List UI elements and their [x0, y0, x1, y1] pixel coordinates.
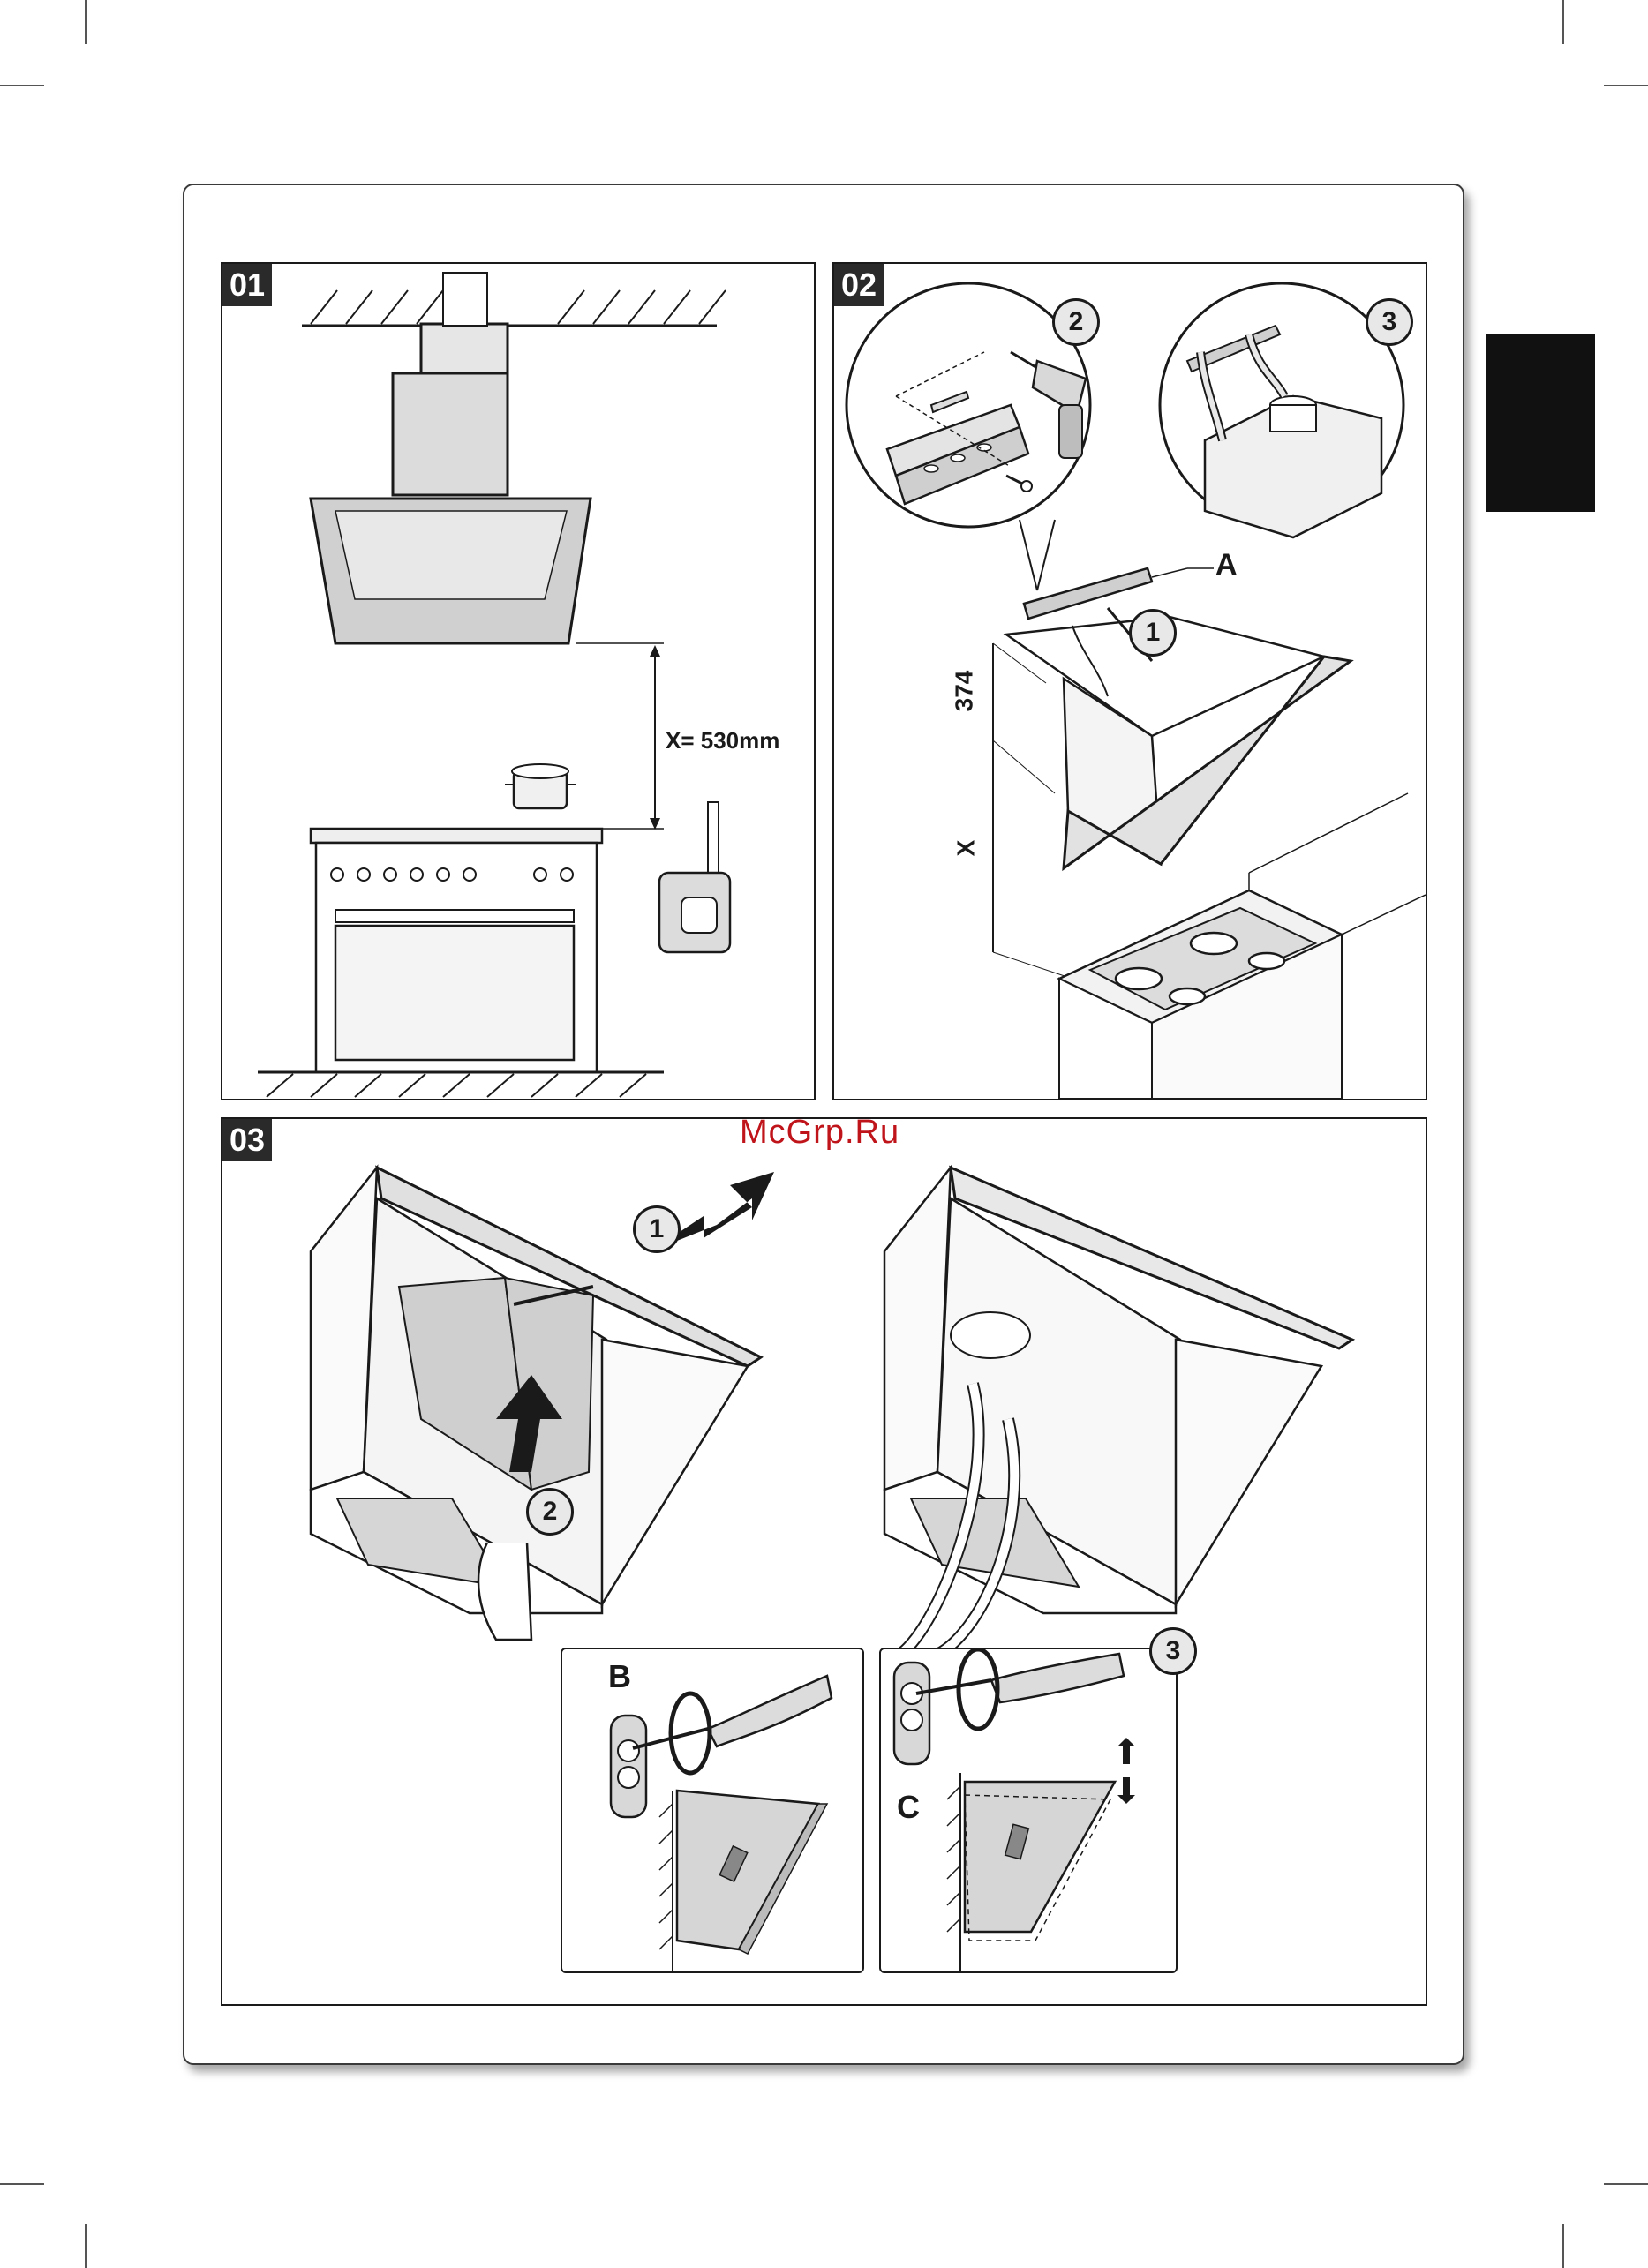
detail-b-label: B [608, 1658, 631, 1695]
callout-1: 1 [633, 1205, 681, 1253]
step-02-illustration [834, 264, 1426, 1099]
callout-2: 2 [526, 1488, 574, 1536]
crop-mark [1604, 85, 1648, 86]
callout-3: 3 [1366, 298, 1413, 346]
crop-mark [0, 2183, 44, 2185]
step-01-panel: 01 [221, 262, 816, 1100]
step-02-number: 02 [834, 264, 884, 306]
detail-b-subpanel: B [561, 1648, 864, 1973]
watermark: McGrp.Ru [740, 1114, 899, 1152]
crop-mark [0, 85, 44, 86]
distance-x-label: X= 530mm [666, 727, 779, 755]
step-03-panel: 03 [221, 1117, 1427, 2006]
section-thumb-tab [1486, 334, 1595, 512]
detail-c-illustration [881, 1649, 1176, 1971]
crop-mark [85, 0, 87, 44]
callout-1: 1 [1129, 609, 1177, 657]
step-02-panel: 02 [832, 262, 1427, 1100]
step-01-number: 01 [222, 264, 272, 306]
detail-c-subpanel: C [879, 1648, 1178, 1973]
step-03-number: 03 [222, 1119, 272, 1161]
callout-2: 2 [1052, 298, 1100, 346]
crop-mark [1604, 2183, 1648, 2185]
crop-mark [85, 2224, 87, 2268]
callout-3: 3 [1149, 1627, 1197, 1675]
crop-mark [1562, 2224, 1564, 2268]
dimension-374-label: 374 [950, 671, 978, 712]
dimension-x-label: X [952, 840, 980, 857]
detail-b-illustration [562, 1649, 862, 1971]
detail-c-label: C [897, 1789, 920, 1826]
bracket-a-label: A [1215, 548, 1238, 582]
step-01-illustration [222, 264, 814, 1099]
crop-mark [1562, 0, 1564, 44]
